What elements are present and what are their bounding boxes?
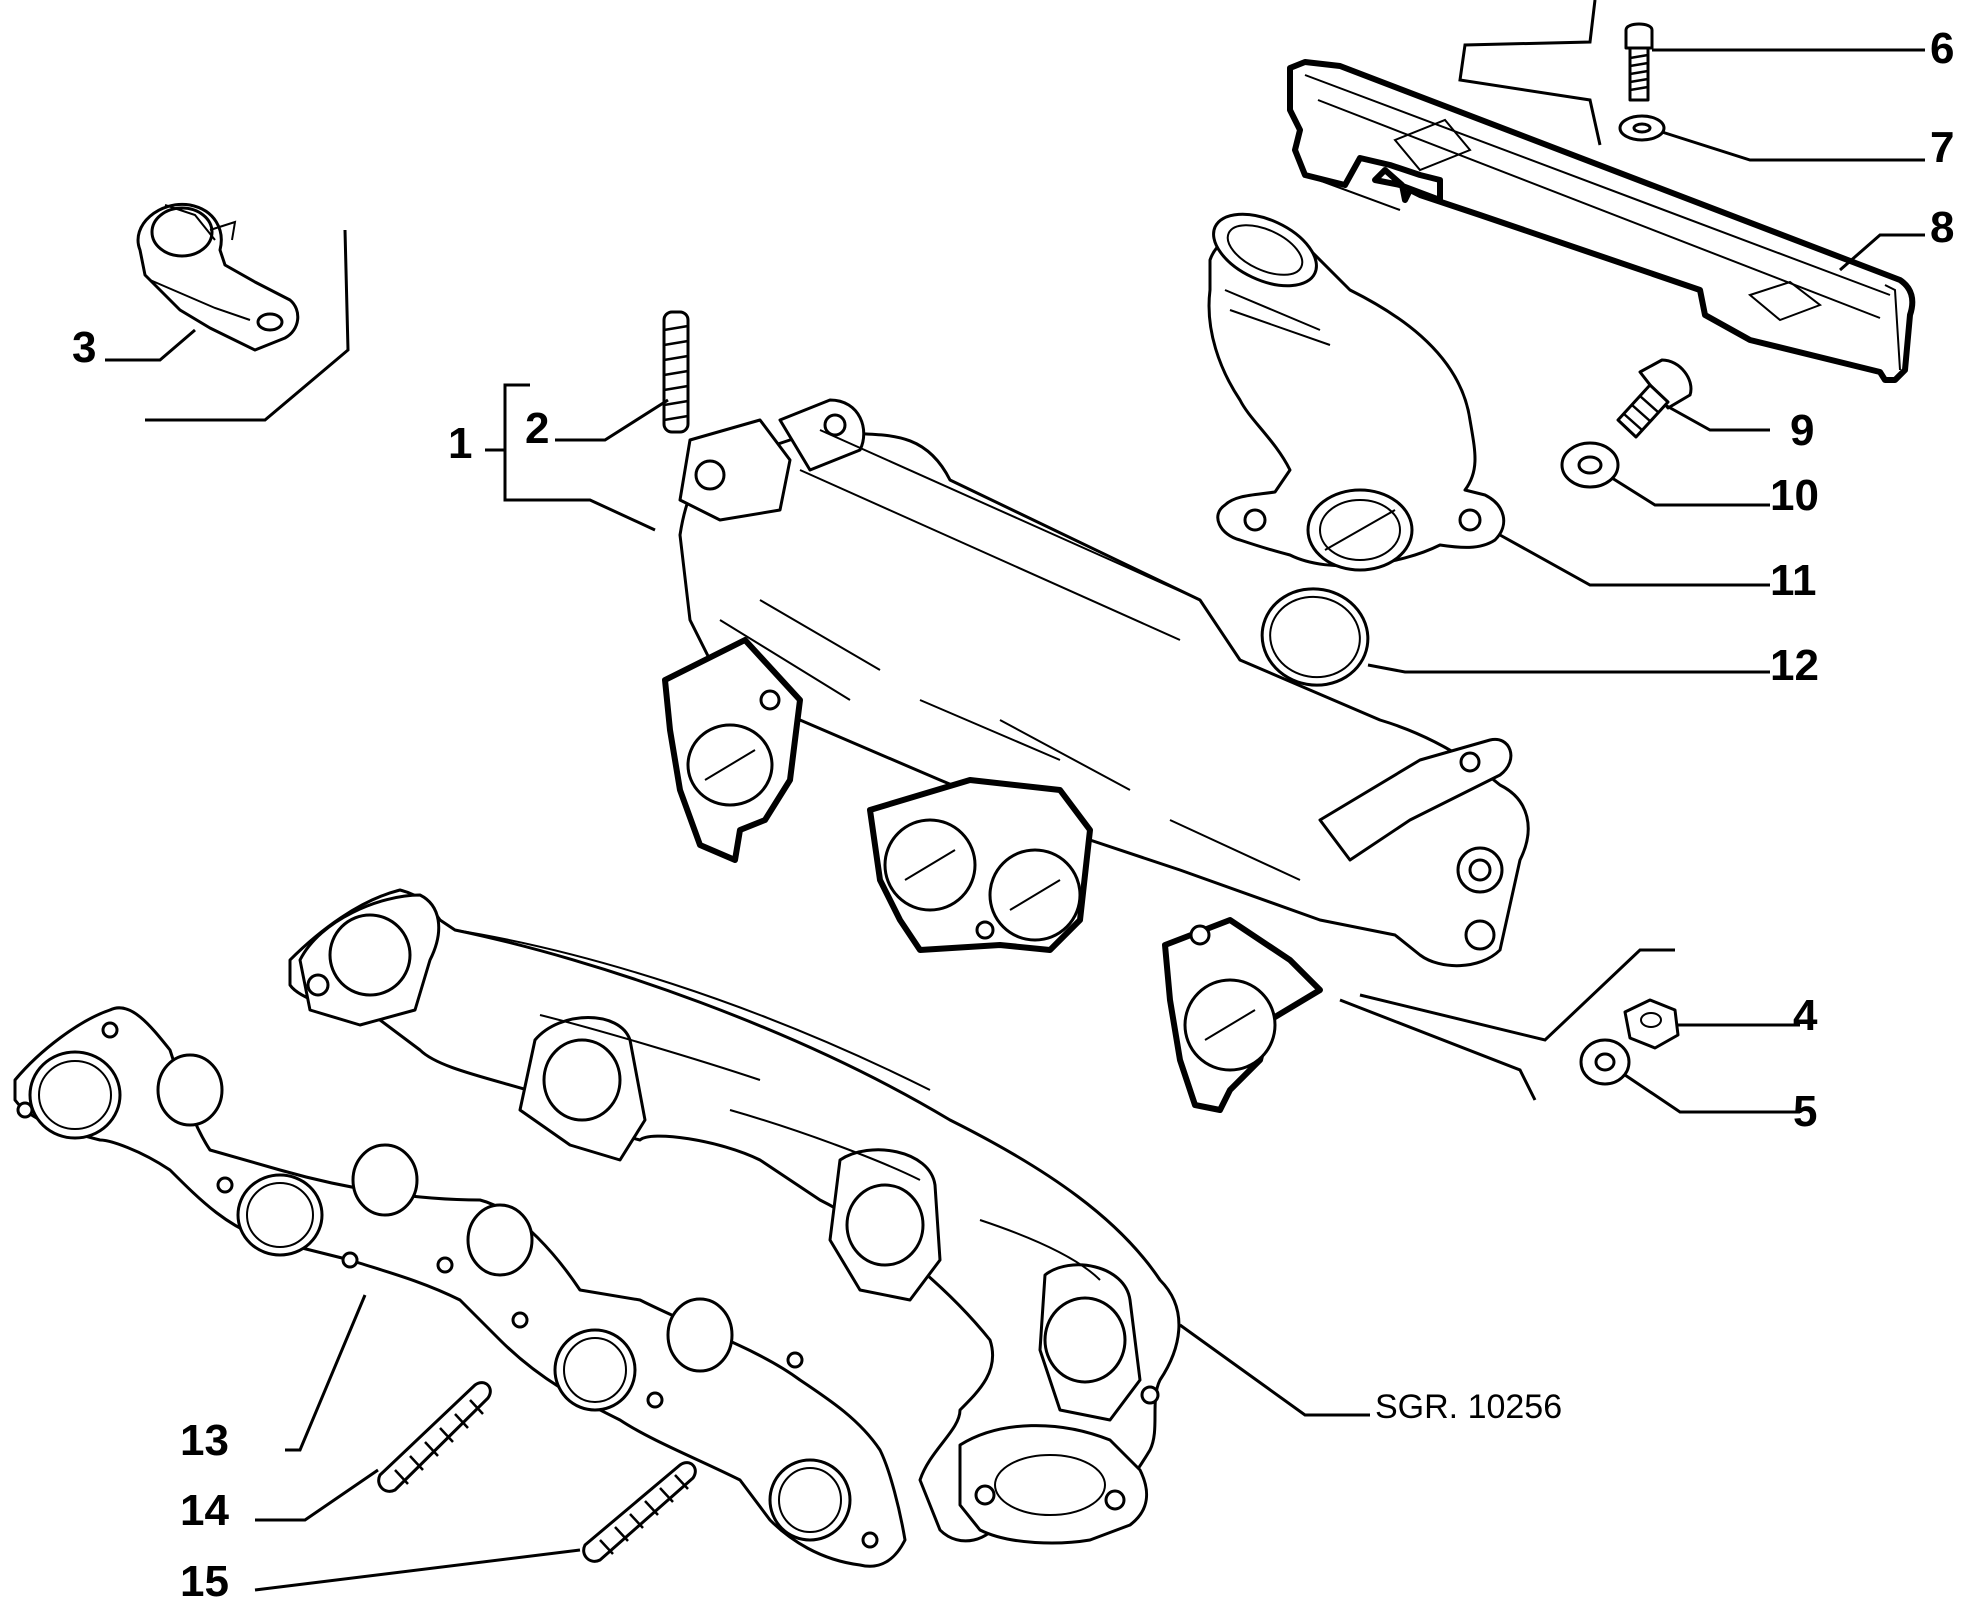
exhaust-manifold <box>288 888 1181 1545</box>
callout-10: 10 <box>1770 471 1819 520</box>
part-2-stud <box>662 310 690 434</box>
part-12-o-ring <box>1260 587 1370 687</box>
callout-5: 5 <box>1793 1087 1817 1136</box>
leader-lines <box>105 0 1925 1592</box>
part-11-elbow-pipe <box>1207 212 1506 572</box>
callout-4: 4 <box>1793 991 1818 1040</box>
callout-14: 14 <box>180 1486 229 1535</box>
part-4-nut <box>1623 998 1680 1050</box>
callout-3: 3 <box>72 323 96 372</box>
reference-code: SGR. 10256 <box>1375 1388 1562 1426</box>
callout-13: 13 <box>180 1416 229 1465</box>
part-10-washer <box>1560 441 1620 489</box>
part-5-washer <box>1579 1038 1631 1086</box>
callout-2: 2 <box>525 404 549 453</box>
callout-8: 8 <box>1930 203 1954 252</box>
part-14-stud <box>377 1381 492 1493</box>
part-7-washer <box>1618 114 1666 142</box>
callout-15: 15 <box>180 1557 229 1597</box>
callout-1: 1 <box>448 419 472 468</box>
part-13-manifold-gasket <box>13 1006 907 1568</box>
callout-9: 9 <box>1790 406 1814 455</box>
part-15-stud <box>582 1461 697 1563</box>
part-6-bolt <box>1624 22 1654 102</box>
callout-12: 12 <box>1770 641 1819 690</box>
part-9-bolt <box>1616 358 1693 439</box>
callout-11: 11 <box>1770 556 1817 605</box>
part-8-support-bracket <box>1287 59 1916 383</box>
part-3-pipe-clamp <box>136 202 300 352</box>
callout-6: 6 <box>1930 24 1954 73</box>
callout-7: 7 <box>1930 123 1954 172</box>
callout-labels: 1 2 3 4 5 6 7 8 9 10 11 12 13 14 15 SGR.… <box>72 24 1954 1597</box>
part-1-intake-manifold <box>662 398 1530 1113</box>
